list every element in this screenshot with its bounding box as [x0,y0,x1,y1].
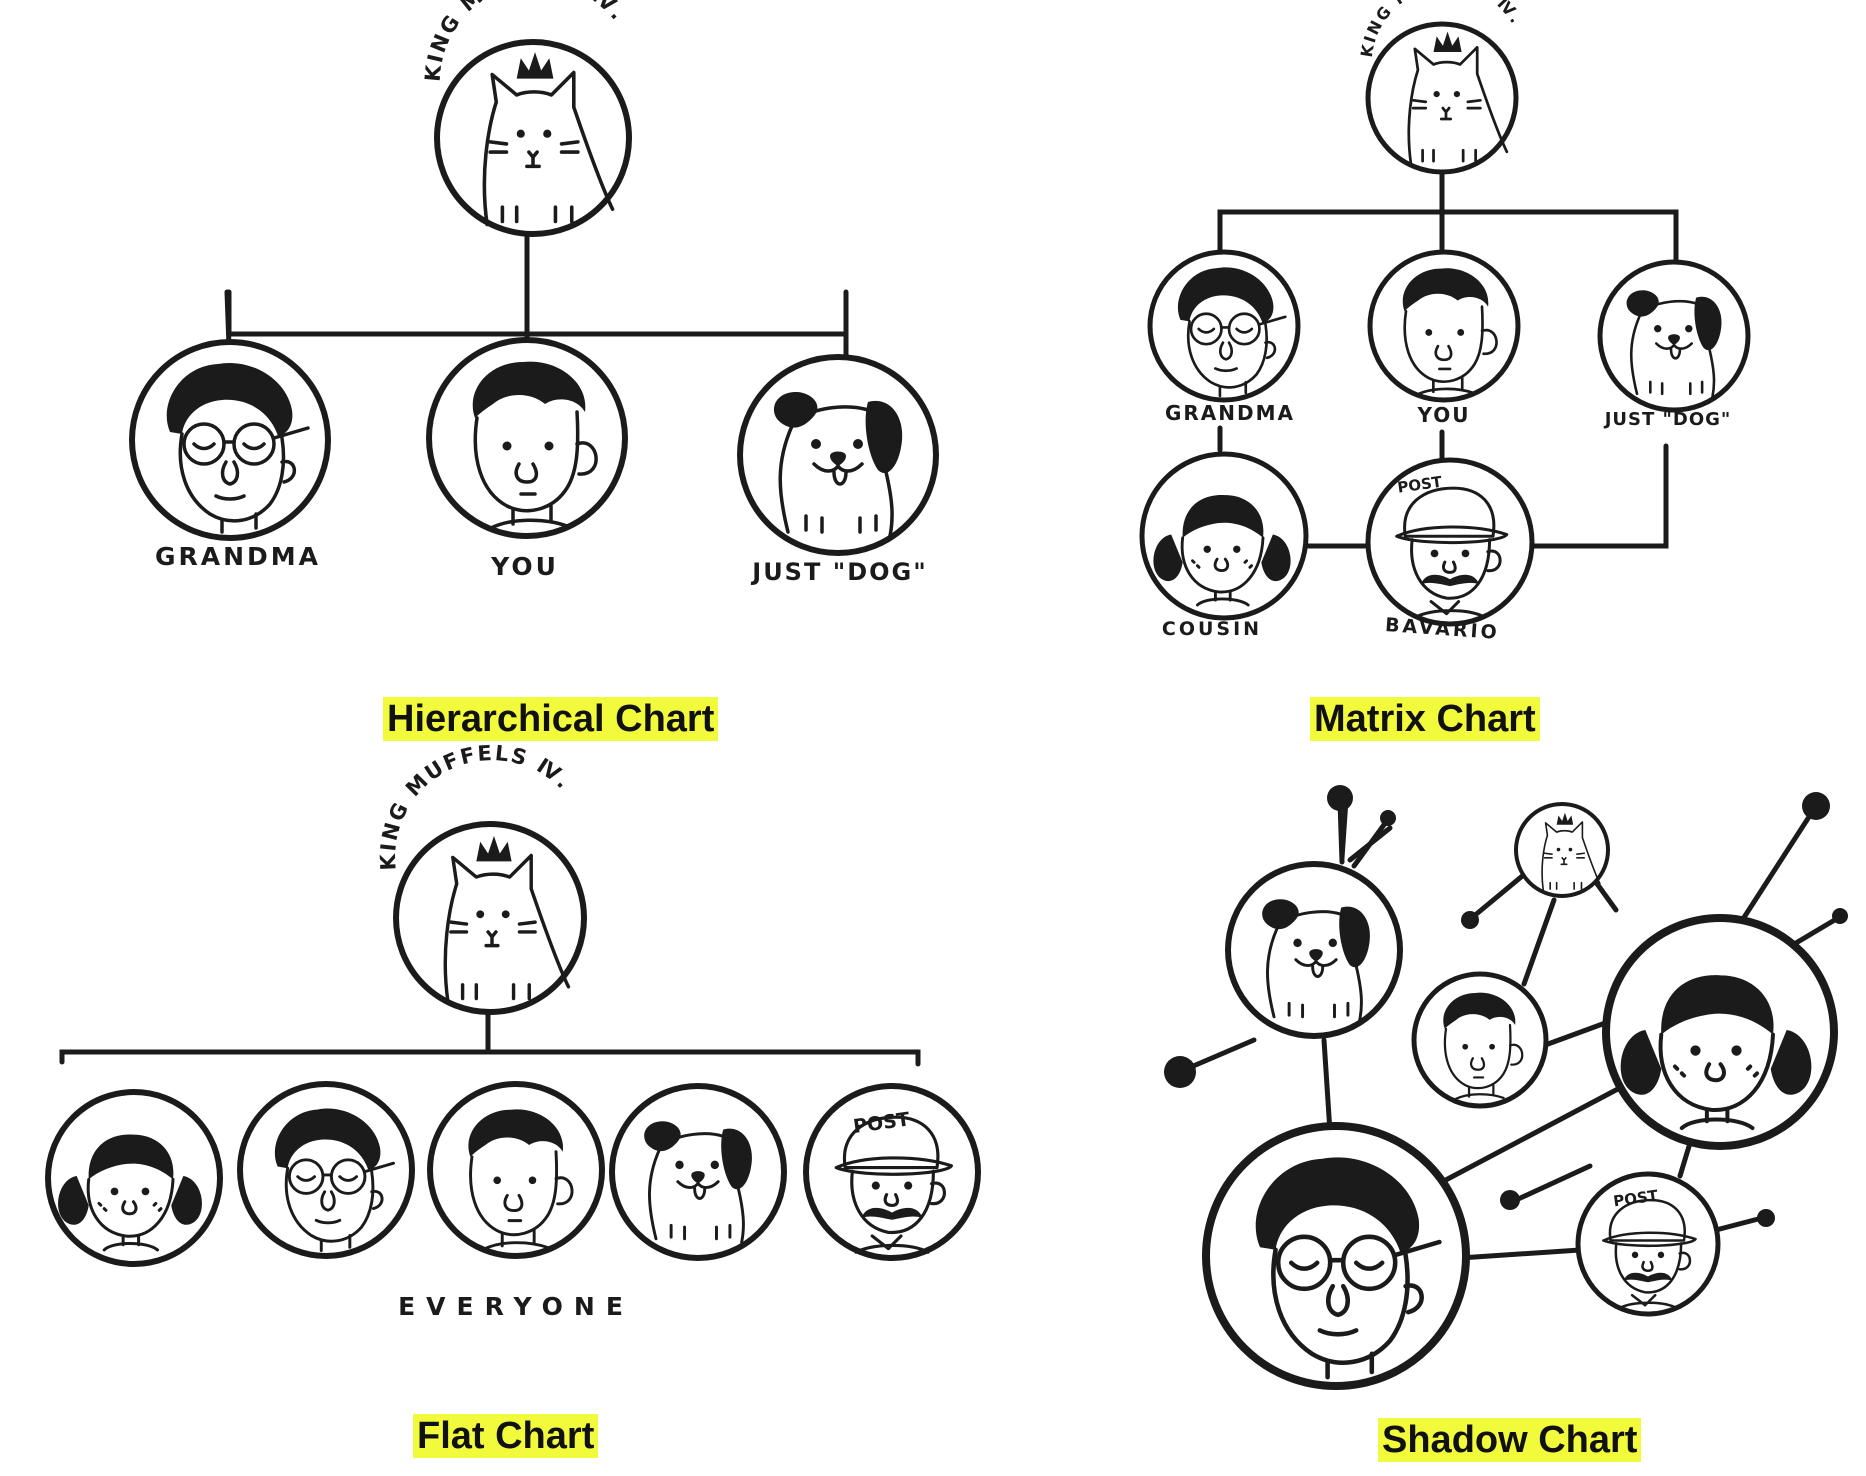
shadow-node-postman [1575,1171,1721,1317]
matrix-node-you [1367,249,1521,403]
matrix-label-dog: JUST "DOG" [1603,409,1732,430]
matrix-node-bavario [1365,457,1535,627]
matrix-label-cousin: COUSIN [1162,618,1262,640]
flat-node-cat [393,821,587,1015]
flat-label-everyone: EVERYONE [398,1292,634,1321]
flat-node-grandma [237,1081,415,1259]
matrix-node-cousin [1139,451,1309,621]
shadow-node-cat [1514,802,1610,898]
caption-flat: Flat Chart [413,1414,599,1458]
flat-node-postman [803,1083,981,1261]
matrix-node-grandma [1147,249,1301,403]
shadow-node-you [1411,971,1549,1109]
hier-label-dog: JUST "DOG" [750,558,927,586]
matrix-node-cat [1365,21,1519,175]
flat-node-cousin [45,1089,223,1267]
hier-label-grandma: GRANDMA [155,542,321,571]
shadow-endpoint-dots [1164,785,1848,1227]
matrix-node-dog [1597,259,1751,413]
matrix-connectors [1217,169,1679,549]
shadow-node-cousin [1602,914,1838,1150]
flat-node-dog [609,1083,787,1261]
matrix-label-you: YOU [1416,403,1470,427]
hier-node-cat [434,39,632,237]
hier-node-grandma [129,339,331,541]
hierarchical-connectors [224,231,849,366]
shadow-chart: POST [1164,785,1848,1390]
shadow-connectors [1181,799,1841,1261]
flat-node-you [427,1081,605,1259]
caption-shadow: Shadow Chart [1378,1418,1642,1462]
caption-hierarchical: Hierarchical Chart [383,697,719,741]
caption-matrix: Matrix Chart [1310,697,1540,741]
hier-node-dog [737,354,939,556]
matrix-label-grandma: GRANDMA [1165,401,1295,425]
shadow-node-dog [1225,861,1403,1039]
hier-node-you [426,337,628,539]
matrix-chart: POST KING MUFFELS Ⅳ. GRANDMA YOU JUST "D… [1139,0,1751,644]
hierarchical-chart: KING MUFFELS Ⅳ. GRANDMA YOU JUST "DOG" [129,0,939,586]
flat-connectors [59,1007,921,1067]
hier-label-you: YOU [490,552,559,581]
shadow-node-grandma [1202,1122,1470,1390]
flat-chart: POST KING MUFFELS Ⅳ. EVERYONE [45,741,981,1321]
